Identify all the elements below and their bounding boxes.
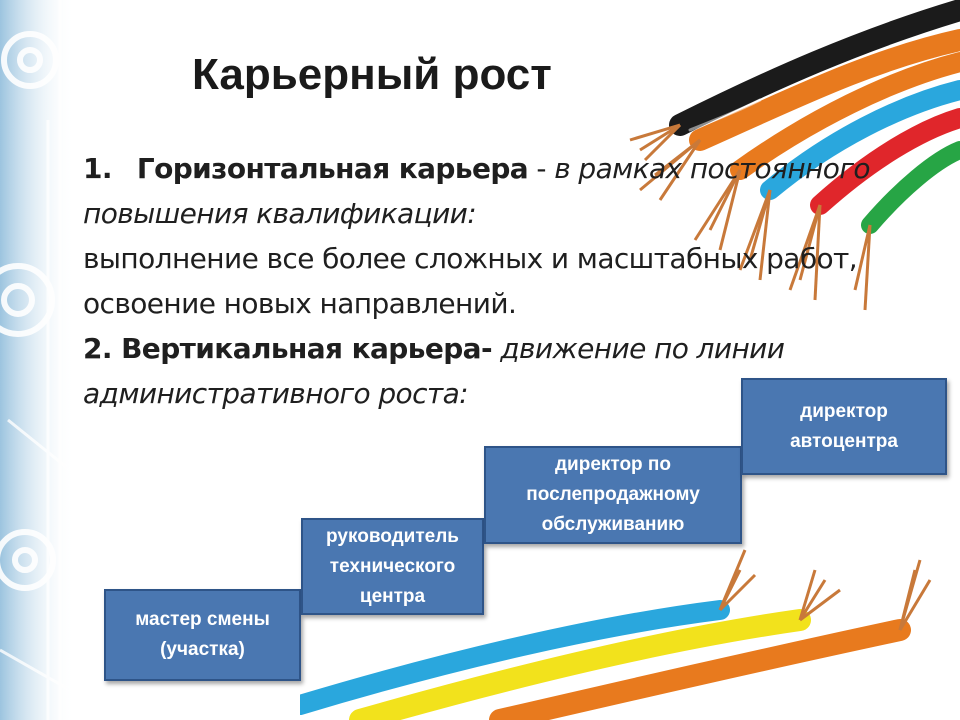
item2-italic-a: движение по линии	[491, 332, 785, 365]
body-line-2: повышения квалификации:	[83, 197, 477, 230]
body-line-1: 1. Горизонтальная карьера - в рамках пос…	[83, 146, 943, 191]
career-step-1-label: мастер смены (участка)	[135, 609, 270, 660]
body-line-5: 2. Вертикальная карьера- движение по лин…	[83, 326, 943, 371]
career-step-1: мастер смены (участка)	[104, 589, 301, 681]
body-line-6: административного роста:	[83, 377, 469, 410]
career-step-4: директор автоцентра	[741, 378, 947, 475]
career-step-2: руководитель технического центра	[301, 518, 484, 615]
slide-body: 1. Горизонтальная карьера - в рамках пос…	[83, 146, 943, 416]
body-line-3: выполнение все более сложных и масштабны…	[83, 242, 858, 275]
body-line-4: освоение новых направлений.	[83, 287, 517, 320]
career-step-3-label: директор по послепродажному обслуживанию	[526, 454, 700, 535]
gear-icon	[0, 31, 59, 591]
item1-dash: -	[528, 152, 555, 185]
item1-heading: Горизонтальная карьера	[136, 152, 529, 185]
career-step-4-label: директор автоцентра	[790, 400, 898, 452]
wire-illustration-bottom	[300, 549, 932, 720]
career-step-3: директор по послепродажному обслуживанию	[484, 446, 742, 544]
left-gear-decoration	[0, 0, 75, 720]
item1-italic-a: в рамках постоянного	[554, 152, 870, 185]
slide-title: Карьерный рост	[192, 50, 552, 99]
career-step-2-label: руководитель технического центра	[326, 525, 459, 607]
item1-number: 1.	[83, 152, 113, 185]
item2-heading: 2. Вертикальная карьера-	[83, 332, 493, 365]
wire-illustration-top	[629, 0, 960, 311]
